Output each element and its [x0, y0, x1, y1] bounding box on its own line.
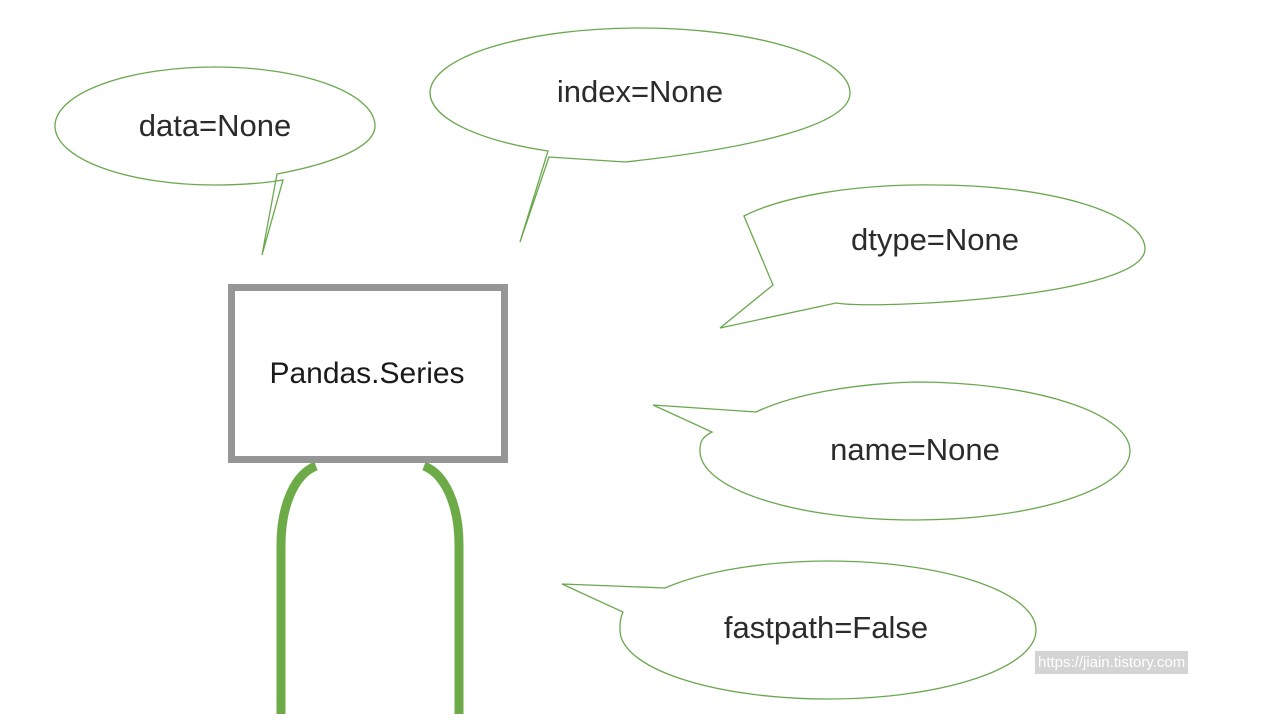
callout-fastpath-label: fastpath=False: [724, 610, 928, 645]
callout-index-shape: [429, 27, 851, 243]
callout-dtype-shape: [719, 184, 1146, 329]
watermark: https://jiain.tistory.com: [1035, 651, 1189, 674]
callout-data[interactable]: data=None: [54, 66, 376, 256]
callout-fastpath[interactable]: fastpath=False: [561, 560, 1037, 700]
callout-name[interactable]: name=None: [652, 381, 1131, 521]
series-bracket: [276, 461, 464, 714]
callout-index-label: index=None: [557, 74, 723, 109]
callout-name-shape: [652, 381, 1131, 521]
callout-dtype-label: dtype=None: [851, 222, 1019, 257]
callout-index[interactable]: index=None: [429, 27, 851, 243]
callout-dtype[interactable]: dtype=None: [719, 184, 1146, 329]
node-pandas-series[interactable]: Pandas.Series: [228, 284, 508, 463]
callout-data-label: data=None: [139, 108, 292, 143]
callout-data-shape: [54, 66, 376, 256]
node-label: Pandas.Series: [269, 357, 464, 390]
callout-fastpath-shape: [561, 560, 1037, 700]
callout-name-label: name=None: [830, 432, 1000, 467]
node-box-rect: [228, 284, 508, 463]
